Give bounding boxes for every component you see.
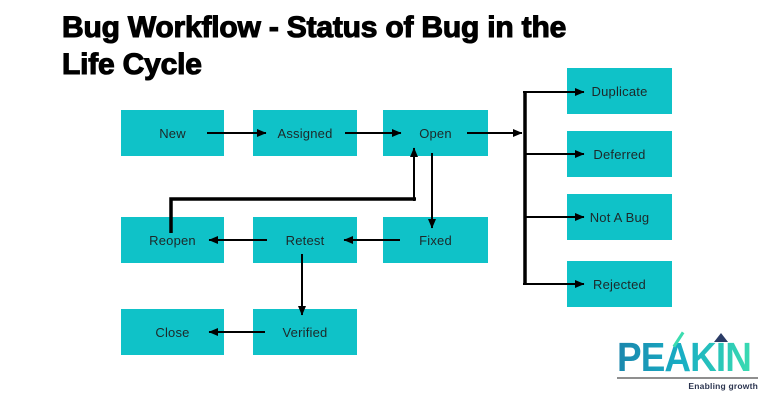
node-close: Close	[121, 309, 224, 355]
peak-accent-icon	[714, 333, 728, 342]
logo-tagline: Enabling growth	[688, 380, 758, 391]
node-retest: Retest	[253, 217, 357, 263]
node-not-a-bug: Not A Bug	[567, 194, 672, 240]
page-title-line2: Life Cycle	[61, 47, 202, 81]
peakin-logo: PEAKIN Enabling growth	[617, 331, 758, 391]
node-open: Open	[383, 110, 488, 156]
page-title-line1: Bug Workflow - Status of Bug in the	[61, 10, 567, 44]
page-title: Bug Workflow - Status of Bug in the Life…	[61, 9, 730, 83]
node-reopen: Reopen	[121, 217, 224, 263]
node-new: New	[121, 110, 224, 156]
node-assigned: Assigned	[253, 110, 357, 156]
node-fixed: Fixed	[383, 217, 488, 263]
node-verified: Verified	[253, 309, 357, 355]
peakin-wordmark-wrap: PEAKIN	[617, 331, 758, 380]
logo-divider	[617, 377, 758, 379]
node-duplicate: Duplicate	[567, 68, 672, 114]
node-rejected: Rejected	[567, 261, 672, 307]
peakin-wordmark: PEAKIN	[617, 334, 752, 380]
node-deferred: Deferred	[567, 131, 672, 177]
